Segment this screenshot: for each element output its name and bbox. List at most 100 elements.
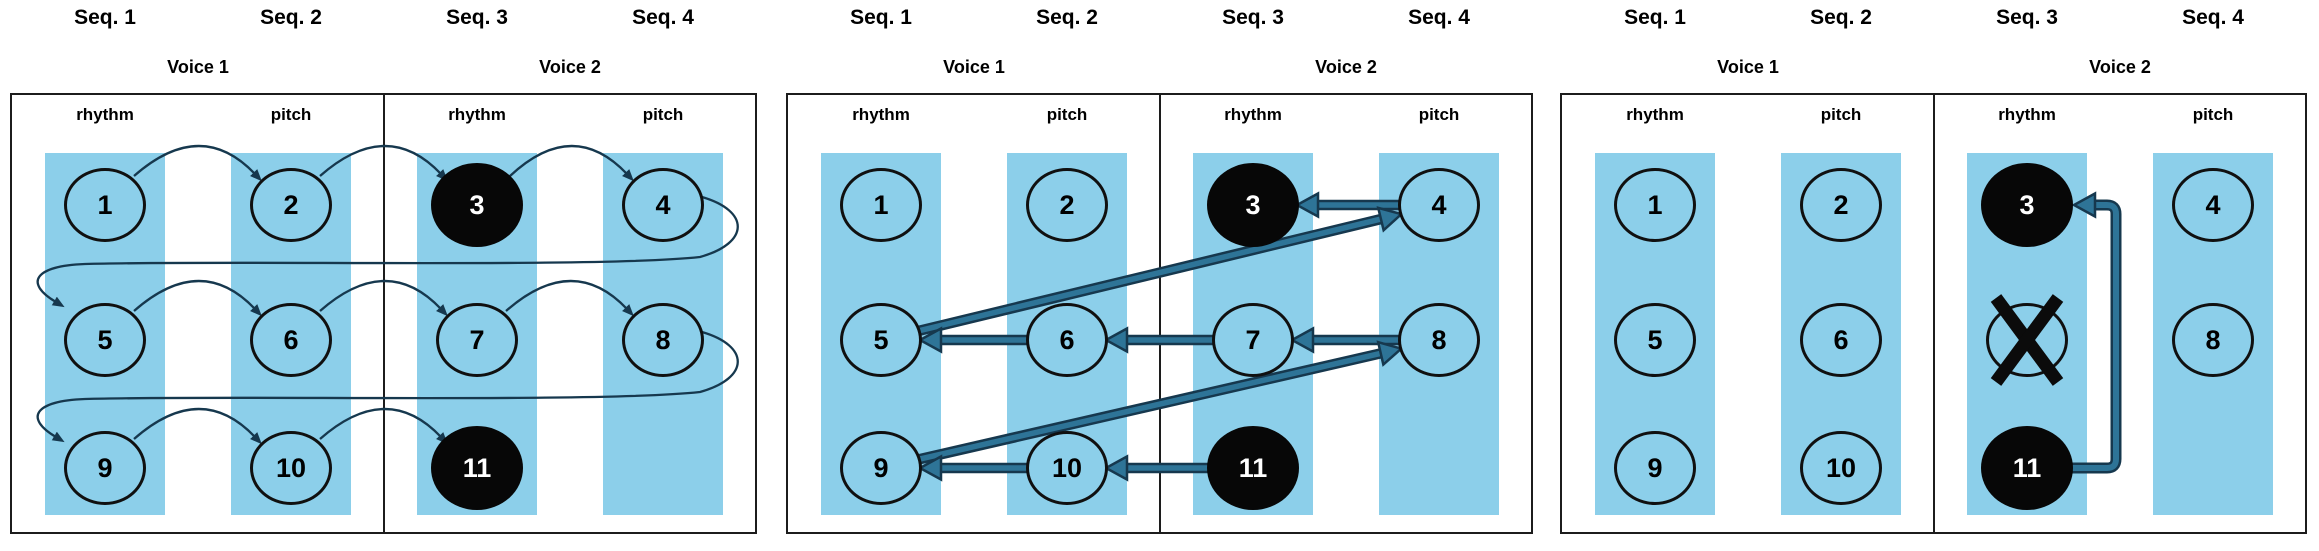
circle-7: 7 bbox=[436, 303, 518, 377]
seq-label-3: Seq. 3 bbox=[1996, 6, 2058, 29]
circle-number: 9 bbox=[873, 452, 889, 483]
circle-8: 8 bbox=[622, 303, 704, 377]
circle-number: 8 bbox=[1431, 324, 1447, 355]
circle-6: 6 bbox=[1026, 303, 1108, 377]
voice-label-1: Voice 1 bbox=[167, 57, 229, 77]
circle-number: 1 bbox=[97, 189, 113, 220]
circle-number: 9 bbox=[1647, 452, 1663, 483]
circle-5: 5 bbox=[64, 303, 146, 377]
circle-number: 6 bbox=[283, 324, 299, 355]
circle-8: 8 bbox=[1398, 303, 1480, 377]
circle-11: 11 bbox=[431, 426, 523, 510]
circle-number: 11 bbox=[462, 452, 492, 483]
voice-label-2: Voice 2 bbox=[1315, 57, 1377, 77]
circle-1: 1 bbox=[840, 168, 922, 242]
voice-divider bbox=[382, 93, 385, 534]
seq-label-4: Seq. 4 bbox=[1408, 6, 1470, 29]
voice-label-2: Voice 2 bbox=[539, 57, 601, 77]
circle-9: 9 bbox=[1614, 431, 1696, 505]
column-label-rhythm-2: rhythm bbox=[448, 105, 506, 124]
circle-number: 11 bbox=[2012, 452, 2042, 483]
circle-number: 10 bbox=[275, 452, 307, 483]
voice-divider bbox=[1932, 93, 1935, 534]
circle-3: 3 bbox=[1981, 163, 2073, 247]
voice-label-1: Voice 1 bbox=[943, 57, 1005, 77]
column-label-rhythm-1: rhythm bbox=[76, 105, 134, 124]
seq-label-4: Seq. 4 bbox=[2182, 6, 2244, 29]
circle-3: 3 bbox=[431, 163, 523, 247]
voice-label-1: Voice 1 bbox=[1717, 57, 1779, 77]
circle-number: 8 bbox=[2205, 324, 2221, 355]
voice-label-2: Voice 2 bbox=[2089, 57, 2151, 77]
panel-retrograde-order: Seq. 1 Seq. 2 Seq. 3 Seq. 4 Voice 1 Voice 2 rh… bbox=[776, 0, 1549, 551]
circle-5: 5 bbox=[840, 303, 922, 377]
column-label-pitch-1: pitch bbox=[1820, 105, 1862, 124]
column-label-rhythm-1: rhythm bbox=[852, 105, 910, 124]
circle-2: 2 bbox=[1800, 168, 1882, 242]
circle-6: 6 bbox=[1800, 303, 1882, 377]
seq-label-1: Seq. 1 bbox=[850, 6, 912, 29]
seq-label-1: Seq. 1 bbox=[1624, 6, 1686, 29]
seq-label-2: Seq. 2 bbox=[1810, 6, 1872, 29]
seq-label-4: Seq. 4 bbox=[632, 6, 694, 29]
seq-label-1: Seq. 1 bbox=[74, 6, 136, 29]
circle-number: 1 bbox=[873, 189, 889, 220]
column-label-pitch-2: pitch bbox=[642, 105, 684, 124]
column-label-pitch-1: pitch bbox=[1046, 105, 1088, 124]
column-label-rhythm-1: rhythm bbox=[1626, 105, 1684, 124]
circle-2: 2 bbox=[250, 168, 332, 242]
circle-9: 9 bbox=[64, 431, 146, 505]
circle-number: 3 bbox=[1245, 189, 1261, 220]
circle-number: 6 bbox=[1833, 324, 1849, 355]
voice-divider bbox=[1158, 93, 1161, 534]
circle-4: 4 bbox=[2172, 168, 2254, 242]
circle-7: 7 bbox=[1212, 303, 1294, 377]
circle-number: 6 bbox=[1059, 324, 1075, 355]
seq-label-2: Seq. 2 bbox=[260, 6, 322, 29]
panel-forward-order: Seq. 1 Seq. 2 Seq. 3 Seq. 4 Voice 1 Voice 2 rh… bbox=[0, 0, 773, 551]
seq-label-2: Seq. 2 bbox=[1036, 6, 1098, 29]
circle-6: 6 bbox=[250, 303, 332, 377]
circle-number: 5 bbox=[873, 324, 889, 355]
circle-number: 2 bbox=[1059, 189, 1075, 220]
column-label-pitch-1: pitch bbox=[270, 105, 312, 124]
circle-number: 10 bbox=[1051, 452, 1083, 483]
column-label-rhythm-2: rhythm bbox=[1224, 105, 1282, 124]
circle-number: 4 bbox=[655, 189, 671, 220]
circle-number: 3 bbox=[2019, 189, 2035, 220]
circle-number: 9 bbox=[97, 452, 113, 483]
circle-number: 1 bbox=[1647, 189, 1663, 220]
circle-5: 5 bbox=[1614, 303, 1696, 377]
circle-number: 4 bbox=[1431, 189, 1447, 220]
circle-11: 11 bbox=[1207, 426, 1299, 510]
circle-crossed-out bbox=[1986, 303, 2068, 377]
circle-10: 10 bbox=[250, 431, 332, 505]
circle-number: 8 bbox=[655, 324, 671, 355]
column-label-pitch-2: pitch bbox=[2192, 105, 2234, 124]
panel-elision: Seq. 1 Seq. 2 Seq. 3 Seq. 4 Voice 1 Voice 2 rh… bbox=[1550, 0, 2319, 551]
circle-10: 10 bbox=[1800, 431, 1882, 505]
circle-number: 7 bbox=[1245, 324, 1261, 355]
circle-number: 5 bbox=[1647, 324, 1663, 355]
seq-label-3: Seq. 3 bbox=[1222, 6, 1284, 29]
column-label-pitch-2: pitch bbox=[1418, 105, 1460, 124]
circle-number: 7 bbox=[469, 324, 485, 355]
circle-number: 3 bbox=[469, 189, 485, 220]
circle-number: 4 bbox=[2205, 189, 2221, 220]
circle-10: 10 bbox=[1026, 431, 1108, 505]
seq-label-3: Seq. 3 bbox=[446, 6, 508, 29]
circle-8: 8 bbox=[2172, 303, 2254, 377]
circle-4: 4 bbox=[1398, 168, 1480, 242]
circle-number: 11 bbox=[1238, 452, 1268, 483]
circle-number: 2 bbox=[283, 189, 299, 220]
column-label-rhythm-2: rhythm bbox=[1998, 105, 2056, 124]
circle-2: 2 bbox=[1026, 168, 1108, 242]
circle-number: 2 bbox=[1833, 189, 1849, 220]
circle-number: 5 bbox=[97, 324, 113, 355]
circle-number: 10 bbox=[1825, 452, 1857, 483]
circle-4: 4 bbox=[622, 168, 704, 242]
circle-9: 9 bbox=[840, 431, 922, 505]
circle-1: 1 bbox=[1614, 168, 1696, 242]
circle-11: 11 bbox=[1981, 426, 2073, 510]
